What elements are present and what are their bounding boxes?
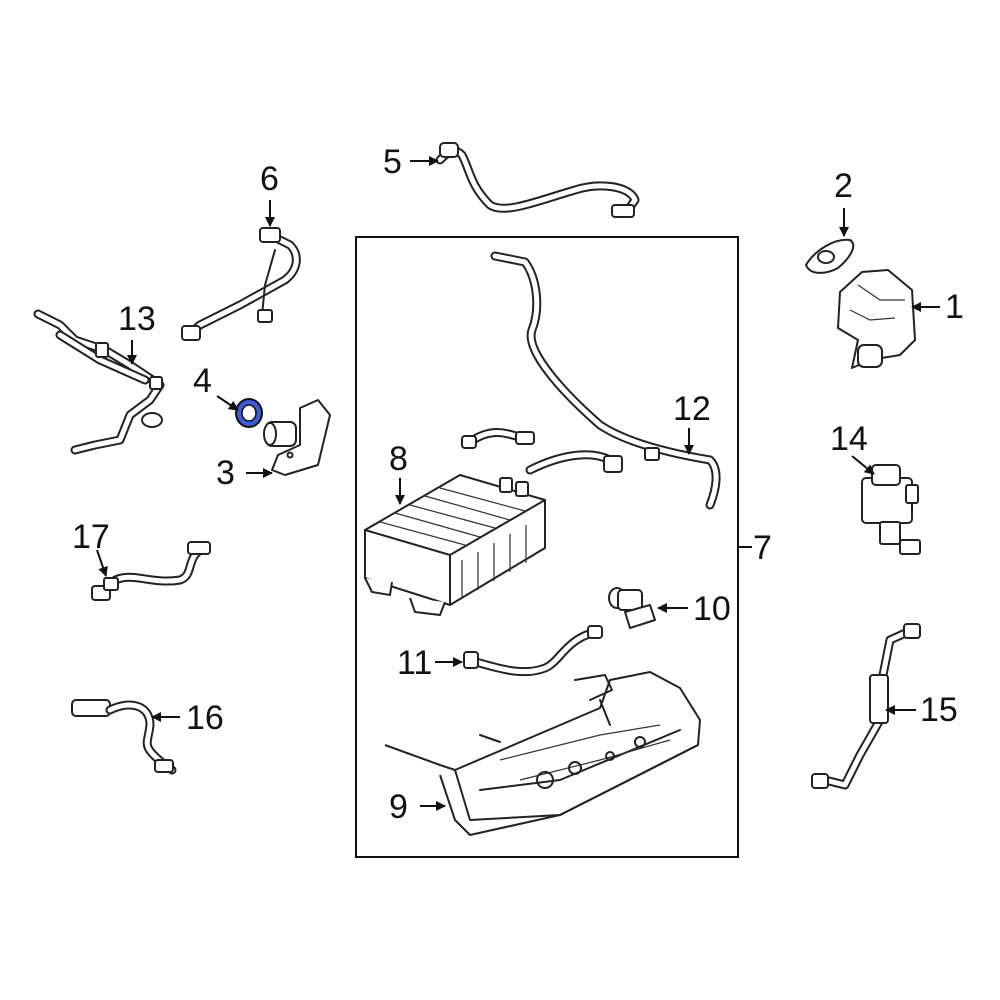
- part-8-canister: [364, 474, 546, 616]
- callout-12: 12: [673, 390, 711, 428]
- part-6-hose: [181, 227, 301, 341]
- part-3-valve-bracket: [263, 399, 331, 476]
- part-16-sensor: [71, 699, 177, 775]
- part-15-hose: [811, 623, 921, 790]
- callout-1: 1: [945, 288, 964, 326]
- part-1-purge-valve: [837, 269, 916, 369]
- part-11-hose: [463, 625, 603, 677]
- part-10-valve: [608, 587, 656, 629]
- callout-2: 2: [834, 167, 853, 205]
- part-12-hose: [490, 251, 721, 510]
- callout-11: 11: [397, 644, 432, 682]
- callout-labels: 1 2 3 4 5 6 7 8 9 10 11 12 13 14 15 16 1…: [72, 143, 964, 826]
- part-13-tube-assembly: [33, 309, 165, 455]
- callout-13: 13: [118, 300, 156, 338]
- callout-4: 4: [193, 362, 212, 400]
- leader-arrows: [96, 156, 940, 811]
- part-2-gasket: [805, 238, 855, 274]
- part-5-hose: [435, 142, 640, 218]
- callout-9: 9: [389, 788, 408, 826]
- callout-7: 7: [753, 529, 772, 567]
- callout-5: 5: [383, 143, 402, 181]
- callout-14: 14: [830, 420, 868, 458]
- callout-8: 8: [389, 440, 408, 478]
- part-9-shield: [384, 671, 701, 836]
- callout-15: 15: [920, 691, 958, 729]
- callout-16: 16: [186, 699, 224, 737]
- part-17-sensor: [91, 541, 211, 601]
- part-canister-hose: [461, 428, 623, 475]
- callout-3: 3: [216, 454, 235, 492]
- callout-10: 10: [693, 590, 731, 628]
- part-4-seal-ring: [235, 398, 263, 428]
- callout-6: 6: [260, 160, 279, 198]
- callout-17: 17: [72, 518, 110, 556]
- part-14-solenoid-valve: [861, 464, 921, 555]
